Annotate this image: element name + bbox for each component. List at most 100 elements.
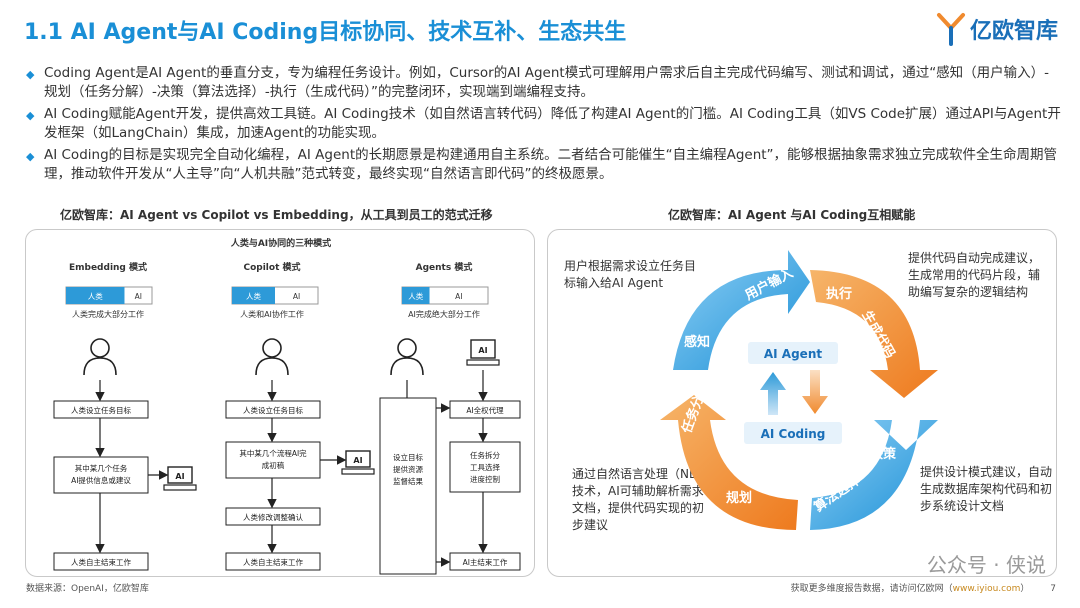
flow-box-line: 成初稿 — [262, 460, 285, 470]
flow-box-line: 进度控制 — [470, 474, 500, 484]
inner-title: 人类与AI协同的三种模式 — [230, 237, 331, 249]
footer-prefix: 获取更多维度报告数据，请访问亿欧网（ — [790, 584, 953, 594]
bar-human-label: 人类 — [88, 291, 103, 301]
flow-box — [225, 552, 321, 571]
ratio-bar-human-agents — [402, 287, 430, 304]
flow-box — [53, 552, 149, 571]
ai-coding-box — [744, 422, 842, 444]
text-design-pattern: 提供设计模式建议，自动生成数据库架构代码和初步系统设计文档 — [920, 465, 1053, 513]
label-decide: 决策 — [870, 446, 897, 462]
bar-ai-label: AI — [135, 292, 142, 301]
flow-box-label: 人类设立任务目标 — [243, 405, 303, 415]
mode-name-embedding: Embedding 模式 — [69, 261, 147, 273]
bullet-text: AI Coding的目标是实现完全自动化编程，AI Agent的长期愿景是构建通… — [44, 147, 1058, 182]
diamond-bullet-icon: ◆ — [26, 150, 35, 163]
ai-computer-icon: AI — [466, 339, 500, 366]
flow-box — [449, 552, 521, 571]
flow-box — [225, 441, 321, 479]
flow-box-line: 提供资源 — [393, 464, 423, 474]
diamond-bullet-icon: ◆ — [26, 68, 35, 81]
flow-box-line: AI提供信息或建议 — [71, 475, 131, 485]
arrow-up-icon — [760, 372, 786, 415]
flow-box-label: AI全权代理 — [466, 405, 504, 415]
arrow-down-icon — [802, 370, 828, 414]
label-execute: 执行 — [826, 286, 852, 302]
bullet-item: ◆ AI Coding赋能Agent开发，提供高效工具链。AI Coding技术… — [26, 105, 1061, 143]
arc-decide-algo — [810, 420, 938, 530]
bullet-list: ◆ Coding Agent是AI Agent的垂直分支，专为编程任务设计。例如… — [26, 64, 1061, 187]
footer-link[interactable]: www.iyiou.com — [952, 584, 1021, 594]
flow-box-label: 人类修改调整确认 — [243, 512, 303, 522]
bar-human-label: 人类 — [408, 291, 423, 301]
left-panel-heading: 亿欧智库：AI Agent vs Copilot vs Embedding，从工… — [60, 208, 493, 222]
flow-box-line: 工具选择 — [470, 462, 500, 472]
text-user-goal: 用户根据需求设立任务目标输入给AI Agent — [564, 259, 697, 290]
flow-box — [53, 456, 149, 494]
mode-caption-copilot: 人类和AI协作工作 — [240, 309, 304, 319]
flow-box — [449, 441, 521, 493]
flow-box-label: 人类自主结束工作 — [243, 557, 303, 567]
flow-box-label: 其中某几个流程AI完成初稿 — [239, 448, 307, 470]
bar-ai-label: AI — [455, 292, 462, 301]
svg-text:AI: AI — [353, 456, 362, 465]
person-icon — [83, 338, 117, 376]
yiou-logo-icon — [936, 13, 965, 46]
flow-box-line: 设立目标 — [393, 452, 423, 462]
human-oversight-label: 设立目标提供资源监督结果 — [393, 452, 423, 486]
arc-perceive-user-input — [673, 250, 810, 370]
flow-box-label: 任务拆分工具选择进度控制 — [470, 450, 500, 484]
flow-box-label: 人类自主结束工作 — [71, 557, 131, 567]
bar-human-label: 人类 — [246, 291, 261, 301]
bullet-text: AI Coding赋能Agent开发，提供高效工具链。AI Coding技术（如… — [44, 106, 1061, 141]
ratio-bar-human-embedding — [66, 287, 125, 304]
right-panel: 用户根据需求设立任务目标输入给AI Agent 提供代码自动完成建议，生成常用的… — [547, 229, 1057, 577]
ai-computer-icon: AI — [341, 450, 375, 475]
ratio-bar-human-copilot — [232, 287, 275, 304]
diamond-bullet-icon: ◆ — [26, 109, 35, 122]
svg-text:AI: AI — [478, 346, 487, 355]
logo-text: 亿欧智库 — [969, 19, 1058, 44]
bullet-item: ◆ AI Coding的目标是实现完全自动化编程，AI Agent的长期愿景是构… — [26, 146, 1061, 184]
flow-box — [53, 400, 149, 419]
ai-agent-label: AI Agent — [764, 347, 822, 361]
person-icon — [390, 338, 424, 376]
flow-box-label: 人类设立任务目标 — [71, 405, 131, 415]
bullet-text: Coding Agent是AI Agent的垂直分支，专为编程任务设计。例如，C… — [44, 65, 1050, 100]
text-nlp-parsing: 通过自然语言处理（NLP）技术，AI可辅助解析需求文档，提供代码实现的初步建议 — [572, 467, 709, 532]
flow-box-line: 其中某几个任务 — [75, 463, 128, 473]
ai-computer-icon: AI — [163, 466, 197, 491]
flow-box-line: 任务拆分 — [470, 450, 500, 460]
flow-box-line: 监督结果 — [393, 476, 423, 486]
footer-suffix: ） — [1020, 584, 1030, 594]
mode-caption-agents: AI完成绝大部分工作 — [408, 309, 480, 319]
flow-box-line: 其中某几个流程AI完 — [239, 448, 307, 458]
arc-execute-generate — [810, 270, 938, 398]
human-oversight-box — [379, 397, 437, 575]
footer-source: 数据来源：OpenAI，亿欧智库 — [26, 584, 149, 594]
text-code-completion: 提供代码自动完成建议，生成常用的代码片段，辅助编写复杂的逻辑结构 — [908, 251, 1041, 299]
flow-box — [225, 507, 321, 526]
mode-name-copilot: Copilot 模式 — [243, 261, 300, 273]
flow-box — [449, 400, 521, 419]
flow-box-label: 其中某几个任务 AI提供信息或建议 — [71, 463, 131, 485]
left-panel: 人类与AI协同的三种模式 Embedding 模式 Copilot 模式 Age… — [25, 229, 535, 577]
footer-right: 获取更多维度报告数据，请访问亿欧网（www.iyiou.com） 7 — [791, 581, 1056, 594]
mode-caption-embedding: 人类完成大部分工作 — [72, 309, 144, 319]
page-title: 1.1 AI Agent与AI Coding目标协同、技术互补、生态共生 — [24, 20, 627, 45]
person-icon — [255, 338, 289, 376]
mutual-empowerment-diagram: 用户根据需求设立任务目标输入给AI Agent 提供代码自动完成建议，生成常用的… — [564, 250, 1053, 532]
logo: 亿欧智库 — [936, 12, 1058, 46]
ai-coding-label: AI Coding — [761, 427, 826, 441]
bullet-item: ◆ Coding Agent是AI Agent的垂直分支，专为编程任务设计。例如… — [26, 64, 1061, 102]
flow-box-label: AI主结束工作 — [463, 557, 508, 567]
label-perceive: 感知 — [684, 334, 710, 350]
arc-plan-task — [660, 395, 798, 530]
svg-text:AI: AI — [175, 472, 184, 481]
page-number: 7 — [1050, 584, 1056, 594]
ai-agent-box — [748, 342, 838, 364]
right-panel-heading: 亿欧智库：AI Agent 与AI Coding互相赋能 — [668, 208, 916, 222]
mode-name-agents: Agents 模式 — [416, 261, 473, 273]
watermark: 公众号 · 侠说 — [926, 553, 1046, 577]
flow-box — [225, 400, 321, 419]
collaboration-modes-diagram: 人类与AI协同的三种模式 Embedding 模式 Copilot 模式 Age… — [53, 237, 521, 575]
